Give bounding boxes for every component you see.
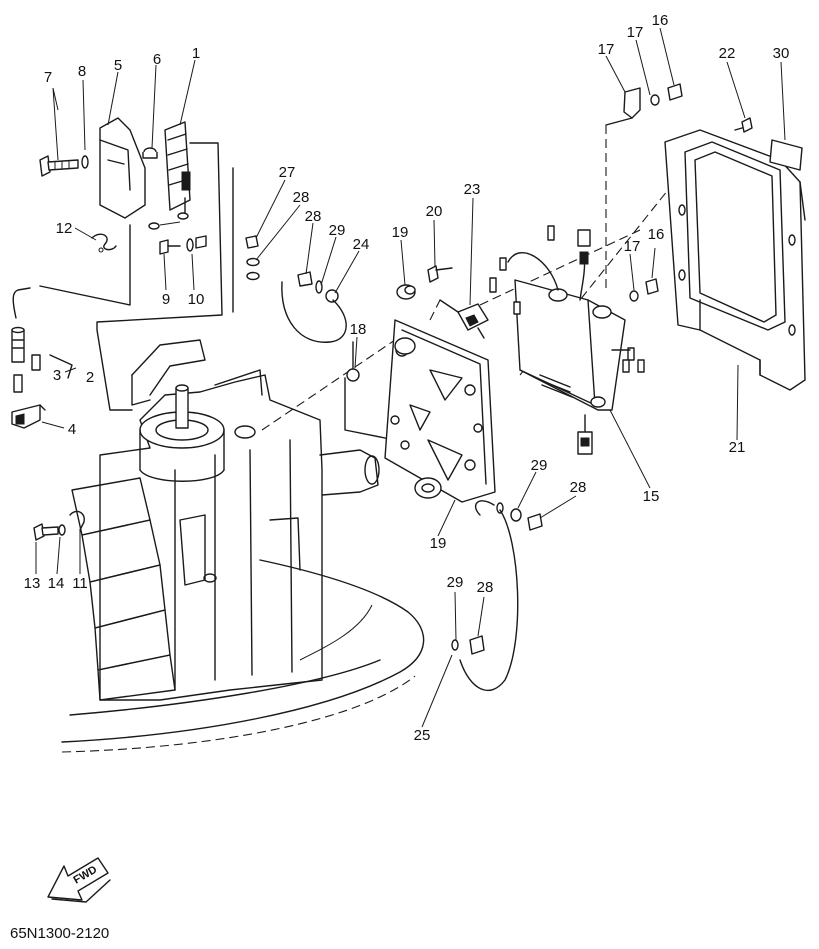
callout-22: 20 [426,203,443,220]
callout-15: 15 [643,488,660,505]
part-11-clamp [69,510,85,531]
engine-block [61,339,425,753]
part-28-bolt-bottom [469,635,485,655]
part-7-bolt [39,155,79,177]
part-5-cover [99,117,158,219]
callout-24: 22 [719,45,736,62]
callout-20: 18 [350,321,367,338]
callout-29a: 28 [293,189,310,206]
leader-lines [35,27,786,728]
part-25-relay [439,299,489,339]
part-23-cover [664,129,806,391]
part-10-washer [186,235,207,252]
callout-8: 8 [78,63,86,80]
part-12-clip [91,233,117,253]
callout-28a: 27 [279,164,296,181]
callout-9: 9 [162,291,170,308]
callout-21: 19 [392,224,409,241]
part-28-bolt-mid-left [297,271,313,287]
fwd-direction-arrow-icon: FWD [47,857,111,903]
callout-16-top: 16 [652,12,669,29]
part-13-bolt [33,523,59,541]
callout-6: 6 [153,51,161,68]
part-28-bolt-lower-right [527,513,543,531]
part-29-washer-upper-left [246,257,260,281]
part-29-washer-bottom [451,639,459,651]
callout-labels: 7 8 5 6 1 12 9 10 3 2 4 13 14 11 27 28 2… [24,12,790,744]
callout-14: 14 [48,575,65,592]
part-14-washer [58,524,66,536]
part-8-washer [81,155,89,169]
callout-30: 30 [773,45,790,62]
callout-7: 7 [44,69,52,86]
part-2-sleeve [11,326,73,393]
part-30-label [769,139,803,171]
callout-17-top: 17 [627,24,644,41]
part-27-wire [459,500,519,692]
part-3-pin [31,354,41,371]
part-16-bolt-top [667,83,683,101]
wire-harness-left [12,142,234,411]
callout-5: 5 [114,57,122,74]
callout-17-right-fix: 17 [624,238,641,255]
callout-28b: 28 [305,208,322,225]
callout-28c: 28 [570,479,587,496]
part-16-bolt-right [645,278,659,295]
part-29-washer-mid-left [315,280,323,294]
callout-26: 24 [353,236,370,253]
part-29-washer-lower-right [496,502,522,522]
part-24-screw [734,117,753,133]
callout-13: 13 [24,575,41,592]
part-9-bolt [159,239,181,255]
callout-11: 11 [72,575,88,592]
callout-29d: 29 [447,574,464,591]
callout-29c: 29 [531,457,548,474]
callout-27: 25 [414,727,431,744]
part-22-bolt [427,265,453,283]
callout-1: 1 [192,45,200,62]
callout-2: 2 [86,369,94,386]
part-21-grommet [396,284,416,300]
callout-12: 12 [56,220,73,237]
part-4-clamp [11,404,46,429]
callout-labels-extra: 17 17 19 17 16 [430,24,665,552]
callout-18: 17 [598,41,615,58]
callout-28d: 28 [477,579,494,596]
callout-29b: 29 [329,222,346,239]
part-28-bolt-upper-left [245,235,259,249]
callout-16-right-fix: 16 [648,226,665,243]
part-19-bracket [384,319,496,503]
part-18-bracket [605,87,641,126]
callout-25: 23 [464,181,481,198]
part-17-washer-right [629,290,639,302]
part-20-grommet [344,341,396,441]
callout-23: 21 [729,439,746,456]
part-1-unit [148,121,191,230]
callout-19: 19 [430,535,447,552]
callout-10: 10 [188,291,205,308]
part-15-control-unit [489,225,645,455]
part-17-washer-top [650,94,660,106]
callout-3: 3 [53,367,61,384]
callout-4: 4 [68,421,76,438]
drawing-code: 65N1300-2120 [10,925,109,942]
